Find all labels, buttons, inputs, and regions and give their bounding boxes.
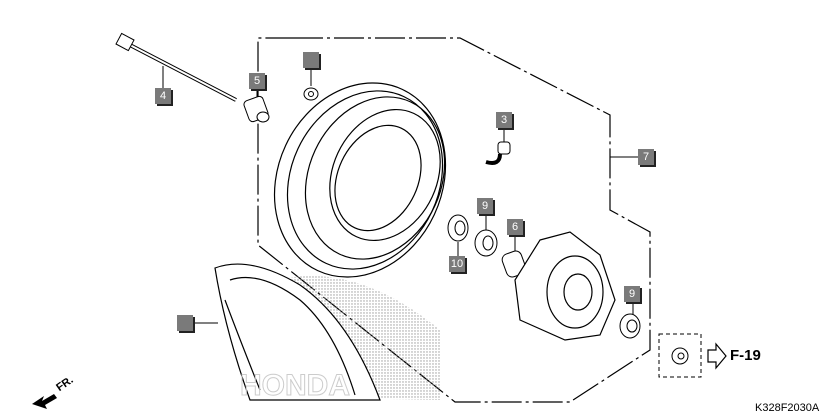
callout-oil-seal[interactable]: 10: [449, 256, 465, 272]
bearing: [619, 313, 641, 339]
callout-valve[interactable]: 3: [496, 112, 512, 128]
watermark-honda: HONDA: [240, 369, 350, 402]
leader-lines: [162, 66, 638, 324]
callout-collar[interactable]: 5: [249, 73, 265, 89]
axle-bolt: [115, 32, 237, 102]
wheel-rim: [273, 82, 447, 278]
callout-wheel-assy[interactable]: 7: [638, 149, 654, 165]
wheel-hub: [514, 231, 616, 341]
callout-bearing-left[interactable]: 9: [477, 198, 493, 214]
tire: [214, 263, 381, 401]
reference-label[interactable]: F-19: [730, 347, 761, 364]
outline-arrow-right-icon[interactable]: [707, 342, 727, 370]
front-arrow-icon: [32, 394, 57, 409]
callout-nut[interactable]: [303, 52, 319, 68]
side-collar: [243, 95, 270, 123]
assembly-outline: [257, 37, 651, 403]
bearing: [474, 229, 498, 257]
callout-bolt[interactable]: 4: [155, 88, 171, 104]
callout-bearing-right[interactable]: 9: [624, 286, 640, 302]
oil-seal: [447, 214, 469, 242]
reference-box: [658, 333, 702, 378]
air-valve: [485, 141, 511, 165]
callout-tire[interactable]: [177, 315, 193, 331]
axle-nut: [303, 87, 319, 101]
diagram-code: K328F2030A: [755, 402, 820, 414]
callout-distance-collar[interactable]: 6: [507, 219, 523, 235]
nut-icon: [671, 347, 689, 365]
